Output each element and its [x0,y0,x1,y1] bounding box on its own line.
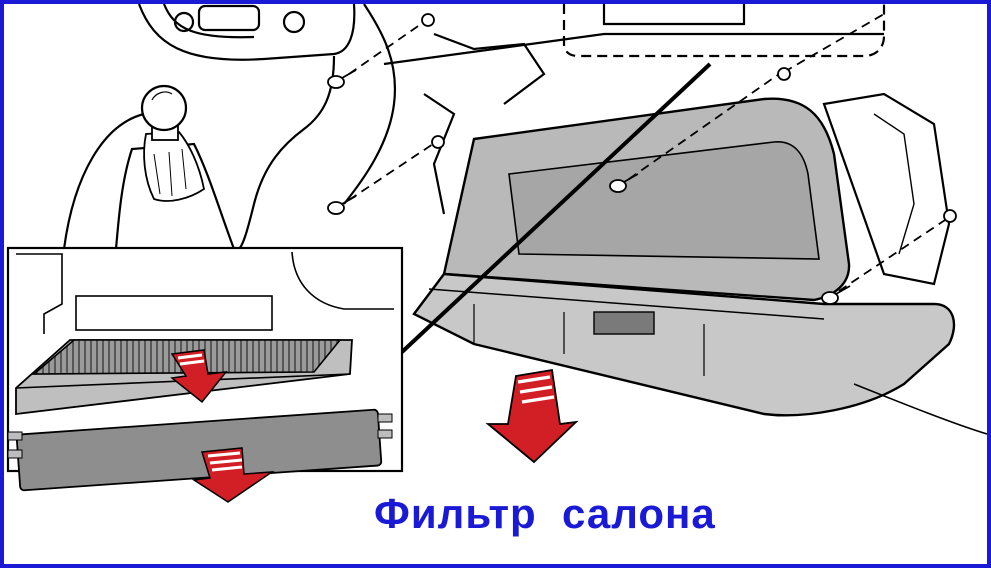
screw-lines [348,13,955,292]
screw-icon [327,13,957,305]
caption-cabin-filter: Фильтр салона [374,490,716,537]
glovebox [412,92,987,435]
inset-arrow-filter [170,349,228,404]
inset-panel [6,246,404,503]
pointer-line [400,62,712,354]
diagram-illustration [6,4,987,503]
gear-shift-knob [114,84,236,251]
filter-cover [7,408,393,492]
inset-arrow-cover [191,447,275,503]
glovebox-removal-arrow [485,368,579,464]
